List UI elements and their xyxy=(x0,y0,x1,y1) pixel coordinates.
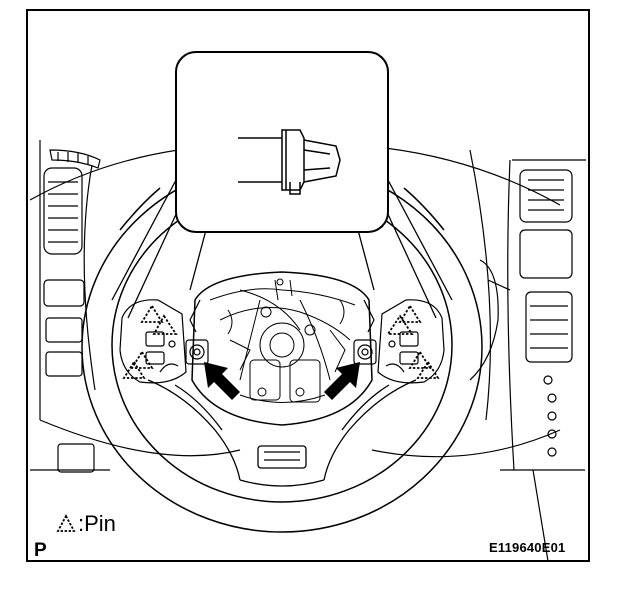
dashed-triangle-pin-icon xyxy=(56,514,76,532)
pin-clip-detail xyxy=(238,129,341,195)
wheel-lower-spokes xyxy=(147,379,417,487)
figure-frame xyxy=(26,9,590,562)
left-mounting-screw xyxy=(185,339,209,365)
top-left-vent xyxy=(49,149,101,169)
right-removal-arrow xyxy=(324,362,360,400)
right-center-console xyxy=(507,159,586,471)
figure-id-label: E119640E01 xyxy=(489,540,566,555)
callout-zoom-lines xyxy=(111,179,453,319)
left-air-vent xyxy=(43,167,83,255)
pin-legend-text: :Pin xyxy=(78,511,116,536)
right-steering-pad-switch xyxy=(377,299,445,384)
left-switch-panel xyxy=(43,279,95,473)
pin-markers xyxy=(122,304,440,379)
detail-callout-box xyxy=(175,51,389,233)
right-mounting-screw xyxy=(353,339,377,365)
pin-legend: :Pin xyxy=(56,511,116,537)
panel-code-label: P xyxy=(34,540,47,561)
left-removal-arrow xyxy=(204,362,240,400)
wheel-center-hub xyxy=(189,271,375,426)
left-steering-pad-switch xyxy=(119,299,187,384)
